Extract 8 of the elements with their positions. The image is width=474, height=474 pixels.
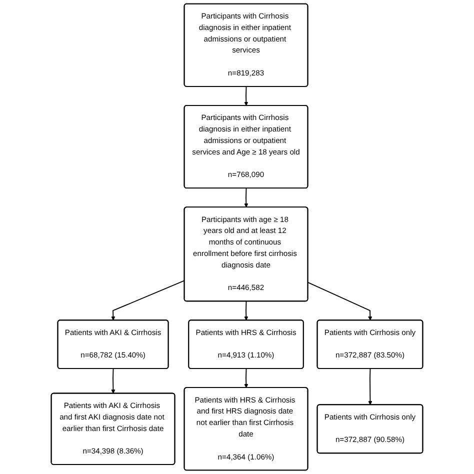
arrow [111, 368, 116, 394]
arrow [244, 188, 248, 208]
arrow [111, 280, 185, 321]
arrow [308, 282, 372, 321]
arrow [368, 368, 372, 406]
arrow [244, 86, 248, 106]
arrow [244, 368, 248, 388]
arrow [244, 300, 248, 321]
